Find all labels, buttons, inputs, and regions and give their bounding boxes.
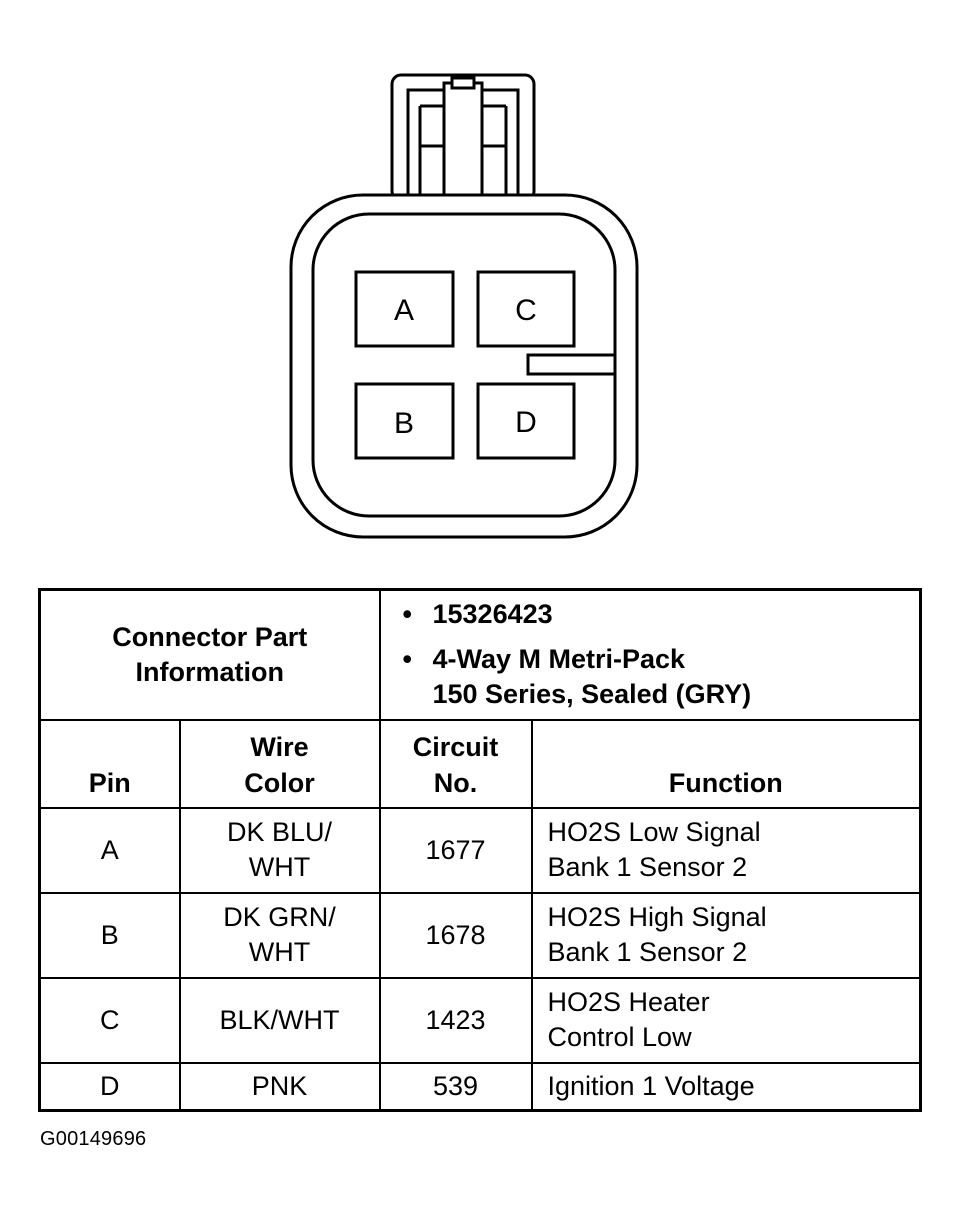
function-line2: Control Low bbox=[547, 1022, 692, 1052]
header-circuit-line1: Circuit bbox=[412, 731, 499, 762]
function-line1: HO2S Heater bbox=[547, 987, 710, 1017]
wire-color-cell: PNK bbox=[178, 1061, 381, 1112]
function-cell: HO2S High Signal Bank 1 Sensor 2 bbox=[530, 891, 922, 979]
keying-rib bbox=[526, 353, 617, 376]
connector-pinout-table: Connector Part Information • 15326423 • … bbox=[38, 588, 923, 1112]
header-wire-color: Wire Color bbox=[178, 718, 381, 809]
wire-color-cell: DK BLU/ WHT bbox=[178, 806, 381, 894]
header-circuit-line2: No. bbox=[433, 767, 478, 798]
cavity-b: B bbox=[354, 382, 455, 460]
header-pin: Pin bbox=[38, 718, 181, 809]
cavity-d: D bbox=[476, 382, 576, 460]
table-row: B DK GRN/ WHT 1678 HO2S High Signal Bank… bbox=[38, 891, 922, 979]
header-pin-label: Pin bbox=[88, 767, 131, 798]
wire-color-line1: DK GRN/ bbox=[223, 902, 336, 932]
table-row: C BLK/WHT 1423 HO2S Heater Control Low bbox=[38, 976, 922, 1064]
part-info-row: Connector Part Information • 15326423 • … bbox=[38, 588, 922, 721]
header-circuit-no: Circuit No. bbox=[378, 718, 533, 809]
pin-cell: A bbox=[38, 806, 181, 894]
circuit-cell: 1678 bbox=[378, 891, 533, 979]
part-number-item: • 15326423 bbox=[403, 597, 920, 632]
part-number: 15326423 bbox=[432, 599, 553, 630]
connector-latch bbox=[390, 73, 536, 202]
wire-color-cell: BLK/WHT bbox=[178, 976, 381, 1064]
function-line1: HO2S Low Signal bbox=[547, 817, 761, 847]
cavity-c-label: C bbox=[515, 294, 537, 327]
part-description-line2: 150 Series, Sealed (GRY) bbox=[432, 679, 752, 710]
table-row: D PNK 539 Ignition 1 Voltage bbox=[38, 1061, 922, 1112]
cavity-b-label: B bbox=[394, 407, 414, 440]
header-function-label: Function bbox=[668, 767, 783, 798]
figure-id: G00149696 bbox=[40, 1128, 147, 1150]
header-wire-color-line1: Wire bbox=[250, 731, 309, 762]
circuit-cell: 539 bbox=[378, 1061, 533, 1112]
part-info-label-line1: Connector Part bbox=[112, 621, 308, 652]
pin-cell: D bbox=[38, 1061, 181, 1112]
function-cell: Ignition 1 Voltage bbox=[530, 1061, 922, 1112]
cavity-c: C bbox=[476, 270, 576, 348]
part-info-label: Connector Part Information bbox=[38, 588, 381, 721]
cavity-d-label: D bbox=[515, 406, 537, 439]
pin-cell: B bbox=[38, 891, 181, 979]
cavity-a-label: A bbox=[394, 294, 414, 327]
function-line1: HO2S High Signal bbox=[547, 902, 767, 932]
wire-color-cell: DK GRN/ WHT bbox=[178, 891, 381, 979]
circuit-cell: 1423 bbox=[378, 976, 533, 1064]
function-cell: HO2S Low Signal Bank 1 Sensor 2 bbox=[530, 806, 922, 894]
part-description-item: • 4-Way M Metri-Pack 150 Series, Sealed … bbox=[403, 642, 920, 712]
part-description-line1: 4-Way M Metri-Pack bbox=[432, 644, 686, 675]
circuit-cell: 1677 bbox=[378, 806, 533, 894]
part-description: 4-Way M Metri-Pack 150 Series, Sealed (G… bbox=[433, 642, 752, 712]
table-row: A DK BLU/ WHT 1677 HO2S Low Signal Bank … bbox=[38, 806, 922, 894]
function-cell: HO2S Heater Control Low bbox=[530, 976, 922, 1064]
bullet-icon: • bbox=[402, 599, 412, 630]
function-line2: Bank 1 Sensor 2 bbox=[547, 852, 748, 882]
pin-cell: C bbox=[38, 976, 181, 1064]
wire-color-line2: WHT bbox=[248, 937, 311, 967]
wire-color-line1: DK BLU/ bbox=[226, 817, 333, 847]
connector-face-diagram: A C B D bbox=[289, 73, 639, 539]
header-function: Function bbox=[530, 718, 922, 809]
part-info-label-line2: Information bbox=[135, 656, 285, 687]
part-info-details: • 15326423 • 4-Way M Metri-Pack 150 Seri… bbox=[378, 588, 922, 721]
cavity-a: A bbox=[354, 270, 455, 348]
header-wire-color-line2: Color bbox=[244, 767, 315, 798]
table-header-row: Pin Wire Color Circuit No. Function bbox=[38, 718, 922, 809]
wire-color-line2: WHT bbox=[248, 852, 311, 882]
function-line2: Bank 1 Sensor 2 bbox=[547, 937, 748, 967]
bullet-icon: • bbox=[402, 644, 412, 675]
